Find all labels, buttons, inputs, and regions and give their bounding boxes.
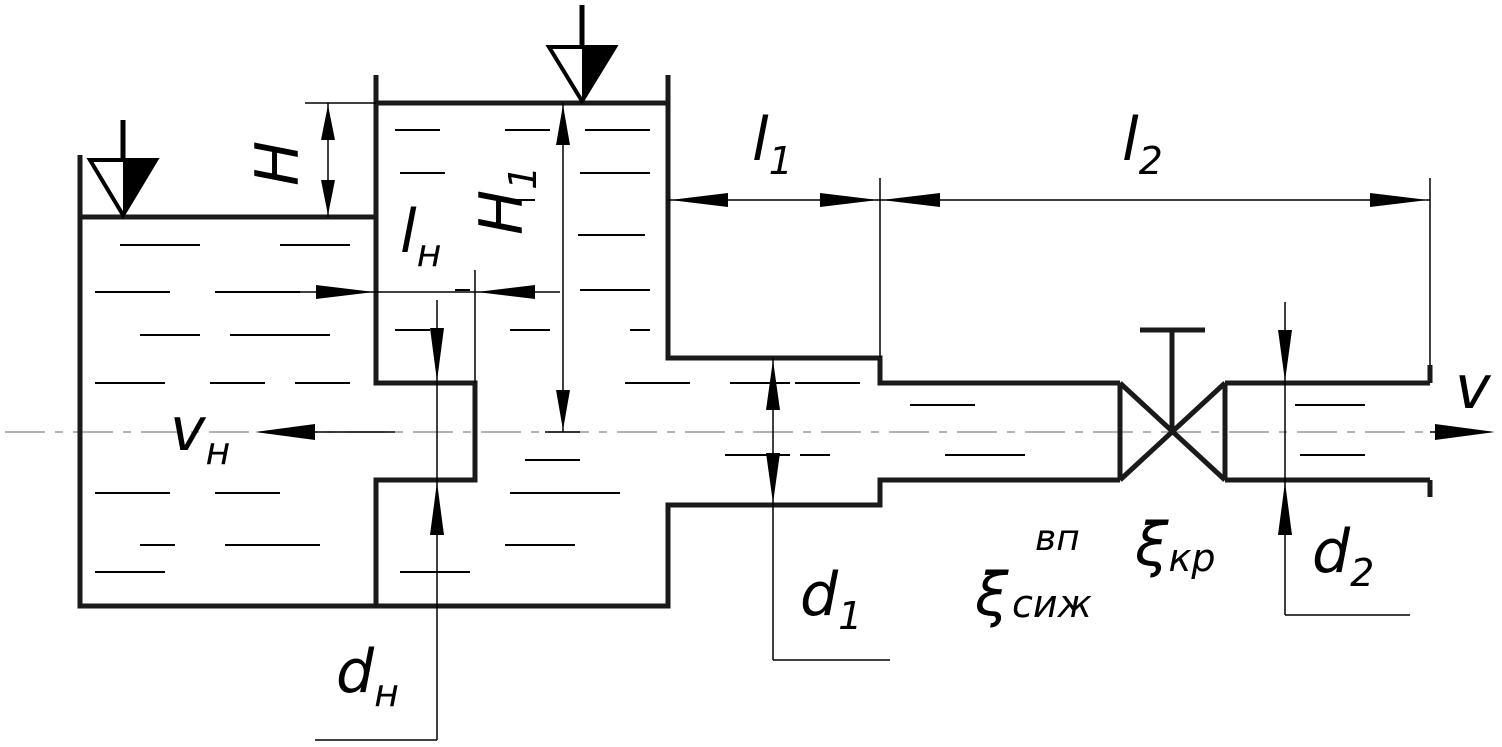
label-xi-sizh: ξ вп сиж xyxy=(974,518,1092,630)
svg-text:H1: H1 xyxy=(467,166,545,235)
svg-text:ξкр: ξкр xyxy=(1134,510,1216,580)
left-tank-wall xyxy=(77,155,1120,609)
label-d2: d2 xyxy=(1312,517,1374,595)
middle-wall-upper xyxy=(373,75,478,606)
svg-text:vн: vн xyxy=(170,395,230,473)
label-xi-kr: ξкр xyxy=(1134,510,1216,580)
svg-text:l2: l2 xyxy=(1122,105,1163,183)
label-H: H xyxy=(243,141,313,186)
label-l2: l2 xyxy=(1122,105,1163,183)
svg-text:v: v xyxy=(1455,353,1492,423)
svg-text:lн: lн xyxy=(400,197,442,275)
label-d1: d1 xyxy=(800,560,862,638)
svg-text:H: H xyxy=(243,141,313,186)
svg-text:сиж: сиж xyxy=(1012,582,1092,626)
label-lH: lн xyxy=(400,197,442,275)
svg-text:вп: вп xyxy=(1035,518,1080,559)
label-dH: dн xyxy=(336,637,399,715)
label-vH: vн xyxy=(170,395,230,473)
svg-text:l1: l1 xyxy=(752,105,793,183)
label-v: v xyxy=(1455,353,1492,423)
svg-text:dн: dн xyxy=(336,637,399,715)
svg-text:ξ: ξ xyxy=(974,560,1009,630)
level-marker-left xyxy=(86,120,160,219)
water-hatching xyxy=(95,129,1365,573)
svg-text:d2: d2 xyxy=(1312,517,1374,595)
arrowheads xyxy=(255,105,1495,535)
middle-wall-right xyxy=(665,75,1120,386)
label-l1: l1 xyxy=(752,105,793,183)
label-H1: H1 xyxy=(467,166,545,235)
level-marker-middle xyxy=(545,5,619,105)
dimension-lines xyxy=(265,102,1470,741)
vessel-walls xyxy=(77,75,1433,609)
svg-text:d1: d1 xyxy=(800,560,862,638)
